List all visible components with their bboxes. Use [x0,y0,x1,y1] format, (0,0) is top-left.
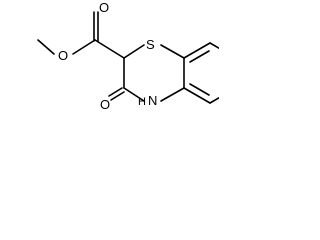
ester-oxygen-label: O [58,48,68,63]
bond-c4a-to-n [160,87,185,102]
bond-benzene-inner-1 [189,50,210,63]
bond-c3-carbonyl-double-1 [108,87,123,97]
bond-benzene-c8-c7 [209,42,219,50]
nitrogen-hydrogen-label: H [138,96,146,108]
bond-ester-c-to-ring-c [94,39,125,59]
bond-n-to-c3 [123,87,145,102]
bond-c2-to-s [123,44,145,59]
nitrogen-label: N [148,93,157,108]
bond-benzene-c8a-c8 [183,42,211,59]
bond-benzene-inner-3 [189,83,210,96]
bond-s-to-c8a [160,44,185,59]
sulfur-label: S [146,37,155,52]
carbonyl-oxygen-label: O [99,0,109,15]
diagram-canvas: O O S O N H [0,0,219,147]
lactam-oxygen-label: O [100,97,110,112]
bond-benzene-c5-c4a [183,87,211,104]
molecule-diagram: O O S O N H [37,0,219,112]
bond-ester-c-to-ether-o [72,39,96,55]
bond-ether-o-to-methyl [37,39,55,55]
bond-c3-carbonyl-double-2 [110,91,125,101]
bond-benzene-c6-c5 [209,96,219,104]
